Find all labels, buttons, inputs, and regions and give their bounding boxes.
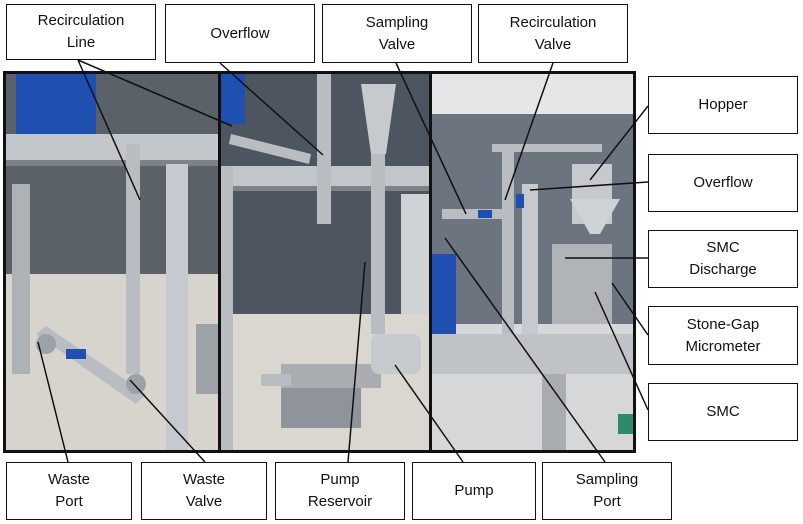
photo-collage xyxy=(3,71,636,453)
photo-pump xyxy=(221,74,429,450)
label-stone-gap-micrometer: Stone-Gap Micrometer xyxy=(648,306,798,365)
photo-divider xyxy=(429,74,432,450)
label-pump-reservoir: Pump Reservoir xyxy=(275,462,405,520)
label-sampling-valve: Sampling Valve xyxy=(322,4,472,63)
label-sampling-port: Sampling Port xyxy=(542,462,672,520)
label-recirculation-line: Recirculation Line xyxy=(6,4,156,60)
label-pump: Pump xyxy=(412,462,536,520)
label-smc: SMC xyxy=(648,383,798,441)
label-recirculation-valve: Recirculation Valve xyxy=(478,4,628,63)
label-overflow-right: Overflow xyxy=(648,154,798,212)
photo-waste-port xyxy=(6,74,218,450)
photo-smc xyxy=(432,74,633,450)
label-waste-port: Waste Port xyxy=(6,462,132,520)
label-overflow-top: Overflow xyxy=(165,4,315,63)
label-waste-valve: Waste Valve xyxy=(141,462,267,520)
photo-smc-image xyxy=(432,74,633,450)
photo-waste-port-image xyxy=(6,74,218,450)
label-smc-discharge: SMC Discharge xyxy=(648,230,798,288)
label-hopper: Hopper xyxy=(648,76,798,134)
photo-divider xyxy=(218,74,221,450)
photo-pump-image xyxy=(221,74,429,450)
